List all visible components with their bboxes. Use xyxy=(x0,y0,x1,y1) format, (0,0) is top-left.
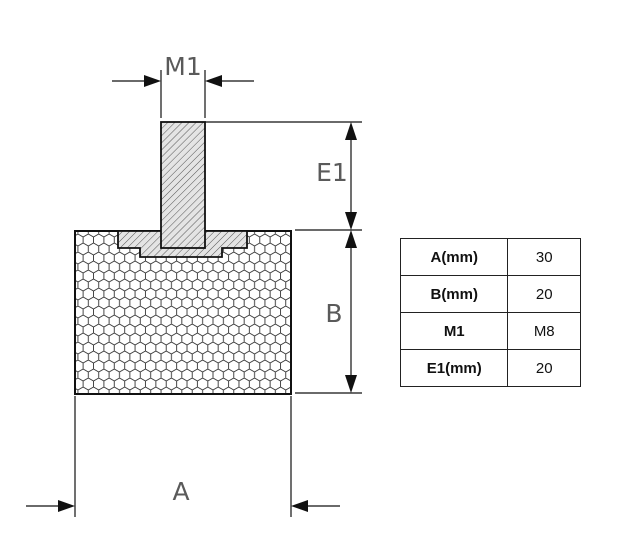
dimension-m1-label: M1 xyxy=(164,52,201,81)
dimension-a xyxy=(26,396,340,517)
spec-key: E1(mm) xyxy=(399,349,509,387)
dimension-e1-label: E1 xyxy=(316,158,348,187)
rubber-body xyxy=(74,230,292,395)
dimension-b-label: B xyxy=(325,299,342,328)
spec-key: B(mm) xyxy=(399,275,509,313)
dimension-a-label: A xyxy=(172,477,189,506)
dimension-e1 xyxy=(205,121,362,231)
dimension-b xyxy=(295,230,362,394)
spec-key: M1 xyxy=(399,312,509,350)
spec-value: 20 xyxy=(507,275,581,313)
table-row: A(mm) 30 xyxy=(399,238,581,276)
dimension-m1 xyxy=(112,70,254,118)
spec-value: 20 xyxy=(507,349,581,387)
spec-table: A(mm) 30 B(mm) 20 M1 M8 E1(mm) 20 xyxy=(399,238,581,387)
table-row: B(mm) 20 xyxy=(399,275,581,313)
table-row: M1 M8 xyxy=(399,312,581,350)
threaded-stud xyxy=(160,121,206,249)
spec-value: M8 xyxy=(507,312,581,350)
spec-value: 30 xyxy=(507,238,581,276)
spec-key: A(mm) xyxy=(399,238,509,276)
table-row: E1(mm) 20 xyxy=(399,349,581,387)
